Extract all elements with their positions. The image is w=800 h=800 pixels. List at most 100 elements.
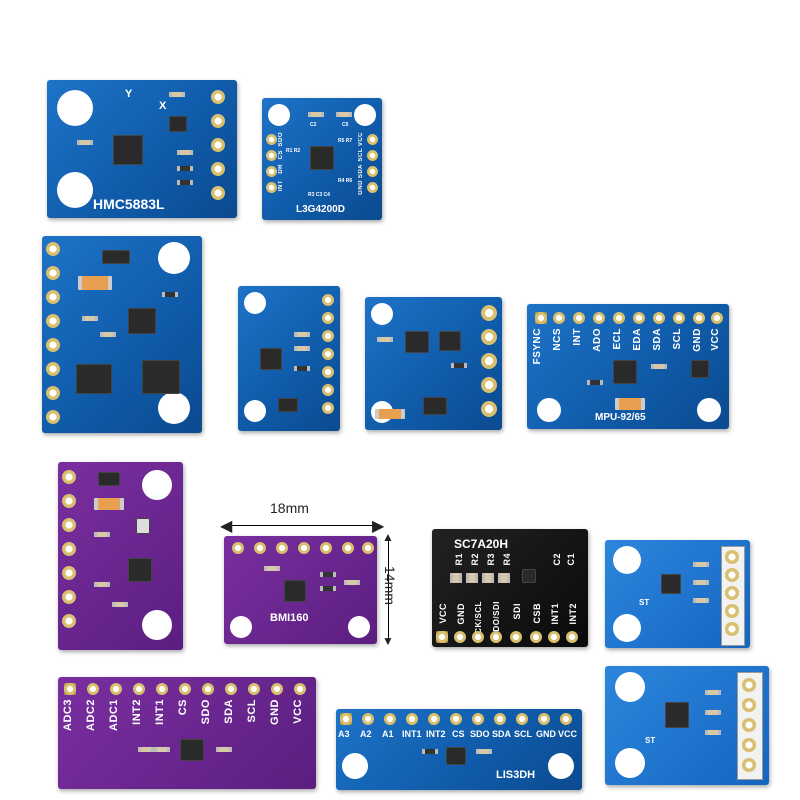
- pin-label: INT: [572, 328, 583, 346]
- pin-pad: [179, 683, 191, 695]
- mounting-hole: [548, 753, 574, 779]
- resistor: [693, 580, 709, 585]
- pin-pad: [742, 738, 756, 752]
- mounting-hole: [613, 614, 641, 642]
- pin-pad: [673, 312, 685, 324]
- pin-label: FSYNC: [532, 328, 543, 365]
- resistor: [451, 363, 467, 368]
- part-label: R4: [502, 553, 512, 566]
- part-label: R4 R6: [338, 178, 353, 184]
- mounting-hole: [142, 610, 172, 640]
- accelerometer-chip: [665, 702, 689, 728]
- pin-pad: [211, 114, 225, 128]
- chip: [98, 472, 120, 486]
- pin-label-right: SDA: [358, 164, 364, 179]
- pin-label-left: SDO: [278, 132, 284, 147]
- adxl-board-a: ST: [605, 540, 750, 648]
- pin-pad: [211, 186, 225, 200]
- pin-label: INT2: [568, 603, 578, 625]
- pin-label: ADO: [592, 328, 603, 352]
- mpu9265-board: FSYNC NCS INT ADO ECL EDA SDA SCL GND VC…: [527, 304, 729, 429]
- pin-pad: [406, 713, 418, 725]
- pin-pad: [254, 542, 266, 554]
- pin-pad: [211, 162, 225, 176]
- mounting-hole: [57, 172, 93, 208]
- resistor: [450, 573, 462, 583]
- mounting-hole: [142, 470, 172, 500]
- pin-pad: [593, 312, 605, 324]
- resistor: [693, 598, 709, 603]
- imu-chip: [284, 580, 306, 602]
- pin-pad: [225, 683, 237, 695]
- pin-pad: [560, 713, 572, 725]
- pin-pad: [266, 182, 277, 193]
- part-label: C5: [342, 122, 349, 128]
- pin-label: VCC: [292, 699, 304, 724]
- accelerometer-chip: [661, 574, 681, 594]
- mounting-hole: [244, 292, 266, 314]
- pin-pad: [725, 586, 739, 600]
- pin-label: INT2: [426, 729, 446, 739]
- pin-pad: [742, 678, 756, 692]
- pin-pad: [62, 494, 76, 508]
- pin-label: INT1: [154, 699, 166, 725]
- tantalum-capacitor: [375, 409, 405, 419]
- pin-pad: [472, 713, 484, 725]
- pin-pad: [46, 290, 60, 304]
- multi-sensor-board: [42, 236, 202, 433]
- part-label: R1: [454, 553, 464, 566]
- pin-pad: [516, 713, 528, 725]
- pin-pad: [340, 713, 352, 725]
- pin-pad: [530, 631, 542, 643]
- resistor: [169, 92, 185, 97]
- mounting-hole: [615, 748, 645, 778]
- part-label: R2: [470, 553, 480, 566]
- tantalum-capacitor: [615, 398, 645, 410]
- purple-baro-imu-board: [58, 462, 183, 650]
- st-label: ST: [639, 598, 650, 607]
- pin-label: SCL: [672, 328, 683, 350]
- pin-pad: [46, 314, 60, 328]
- pin-label: ADC2: [85, 699, 97, 731]
- pin-label: SDA: [492, 729, 512, 739]
- resistor: [651, 364, 667, 369]
- width-dimension: 18mm: [270, 500, 309, 516]
- pin-label: EDA: [632, 328, 643, 351]
- pin-label-left: DR: [278, 164, 284, 174]
- pin-label-right: GND: [358, 180, 364, 195]
- pin-pad: [110, 683, 122, 695]
- pin-pad: [725, 622, 739, 636]
- pin-pad: [211, 90, 225, 104]
- pin-pad: [320, 542, 332, 554]
- resistor: [138, 747, 154, 752]
- height-dimension: 14mm: [382, 566, 398, 605]
- pin-label: ECL: [612, 328, 623, 350]
- pin-label-left: INT: [278, 180, 284, 192]
- pin-pad: [64, 683, 76, 695]
- resistor: [320, 586, 336, 591]
- chip: [142, 360, 180, 394]
- mounting-hole: [371, 303, 393, 325]
- pin-pad: [211, 138, 225, 152]
- pin-pad: [494, 713, 506, 725]
- purple-accel-board: ADC3 ADC2 ADC1 INT2 INT1 CS SDO SDA SCL …: [58, 677, 316, 789]
- bmi160-board: BMI160: [224, 536, 377, 644]
- pin-pad: [436, 631, 448, 643]
- pin-label-right: SCL: [358, 148, 364, 162]
- pin-pad: [481, 353, 497, 369]
- resistor: [216, 747, 232, 752]
- pin-label: CSB: [532, 603, 542, 624]
- pin-label: CS: [177, 699, 189, 716]
- chip: [76, 364, 112, 394]
- pin-pad: [266, 134, 277, 145]
- pin-pad: [62, 518, 76, 532]
- mounting-hole: [268, 104, 290, 126]
- pin-pad: [711, 312, 723, 324]
- pin-label: SDI: [512, 603, 522, 620]
- pin-pad: [633, 312, 645, 324]
- resistor: [498, 573, 510, 583]
- mounting-hole: [244, 400, 266, 422]
- mounting-hole: [342, 753, 368, 779]
- board-label: MPU-92/65: [595, 412, 646, 423]
- pin-pad: [367, 134, 378, 145]
